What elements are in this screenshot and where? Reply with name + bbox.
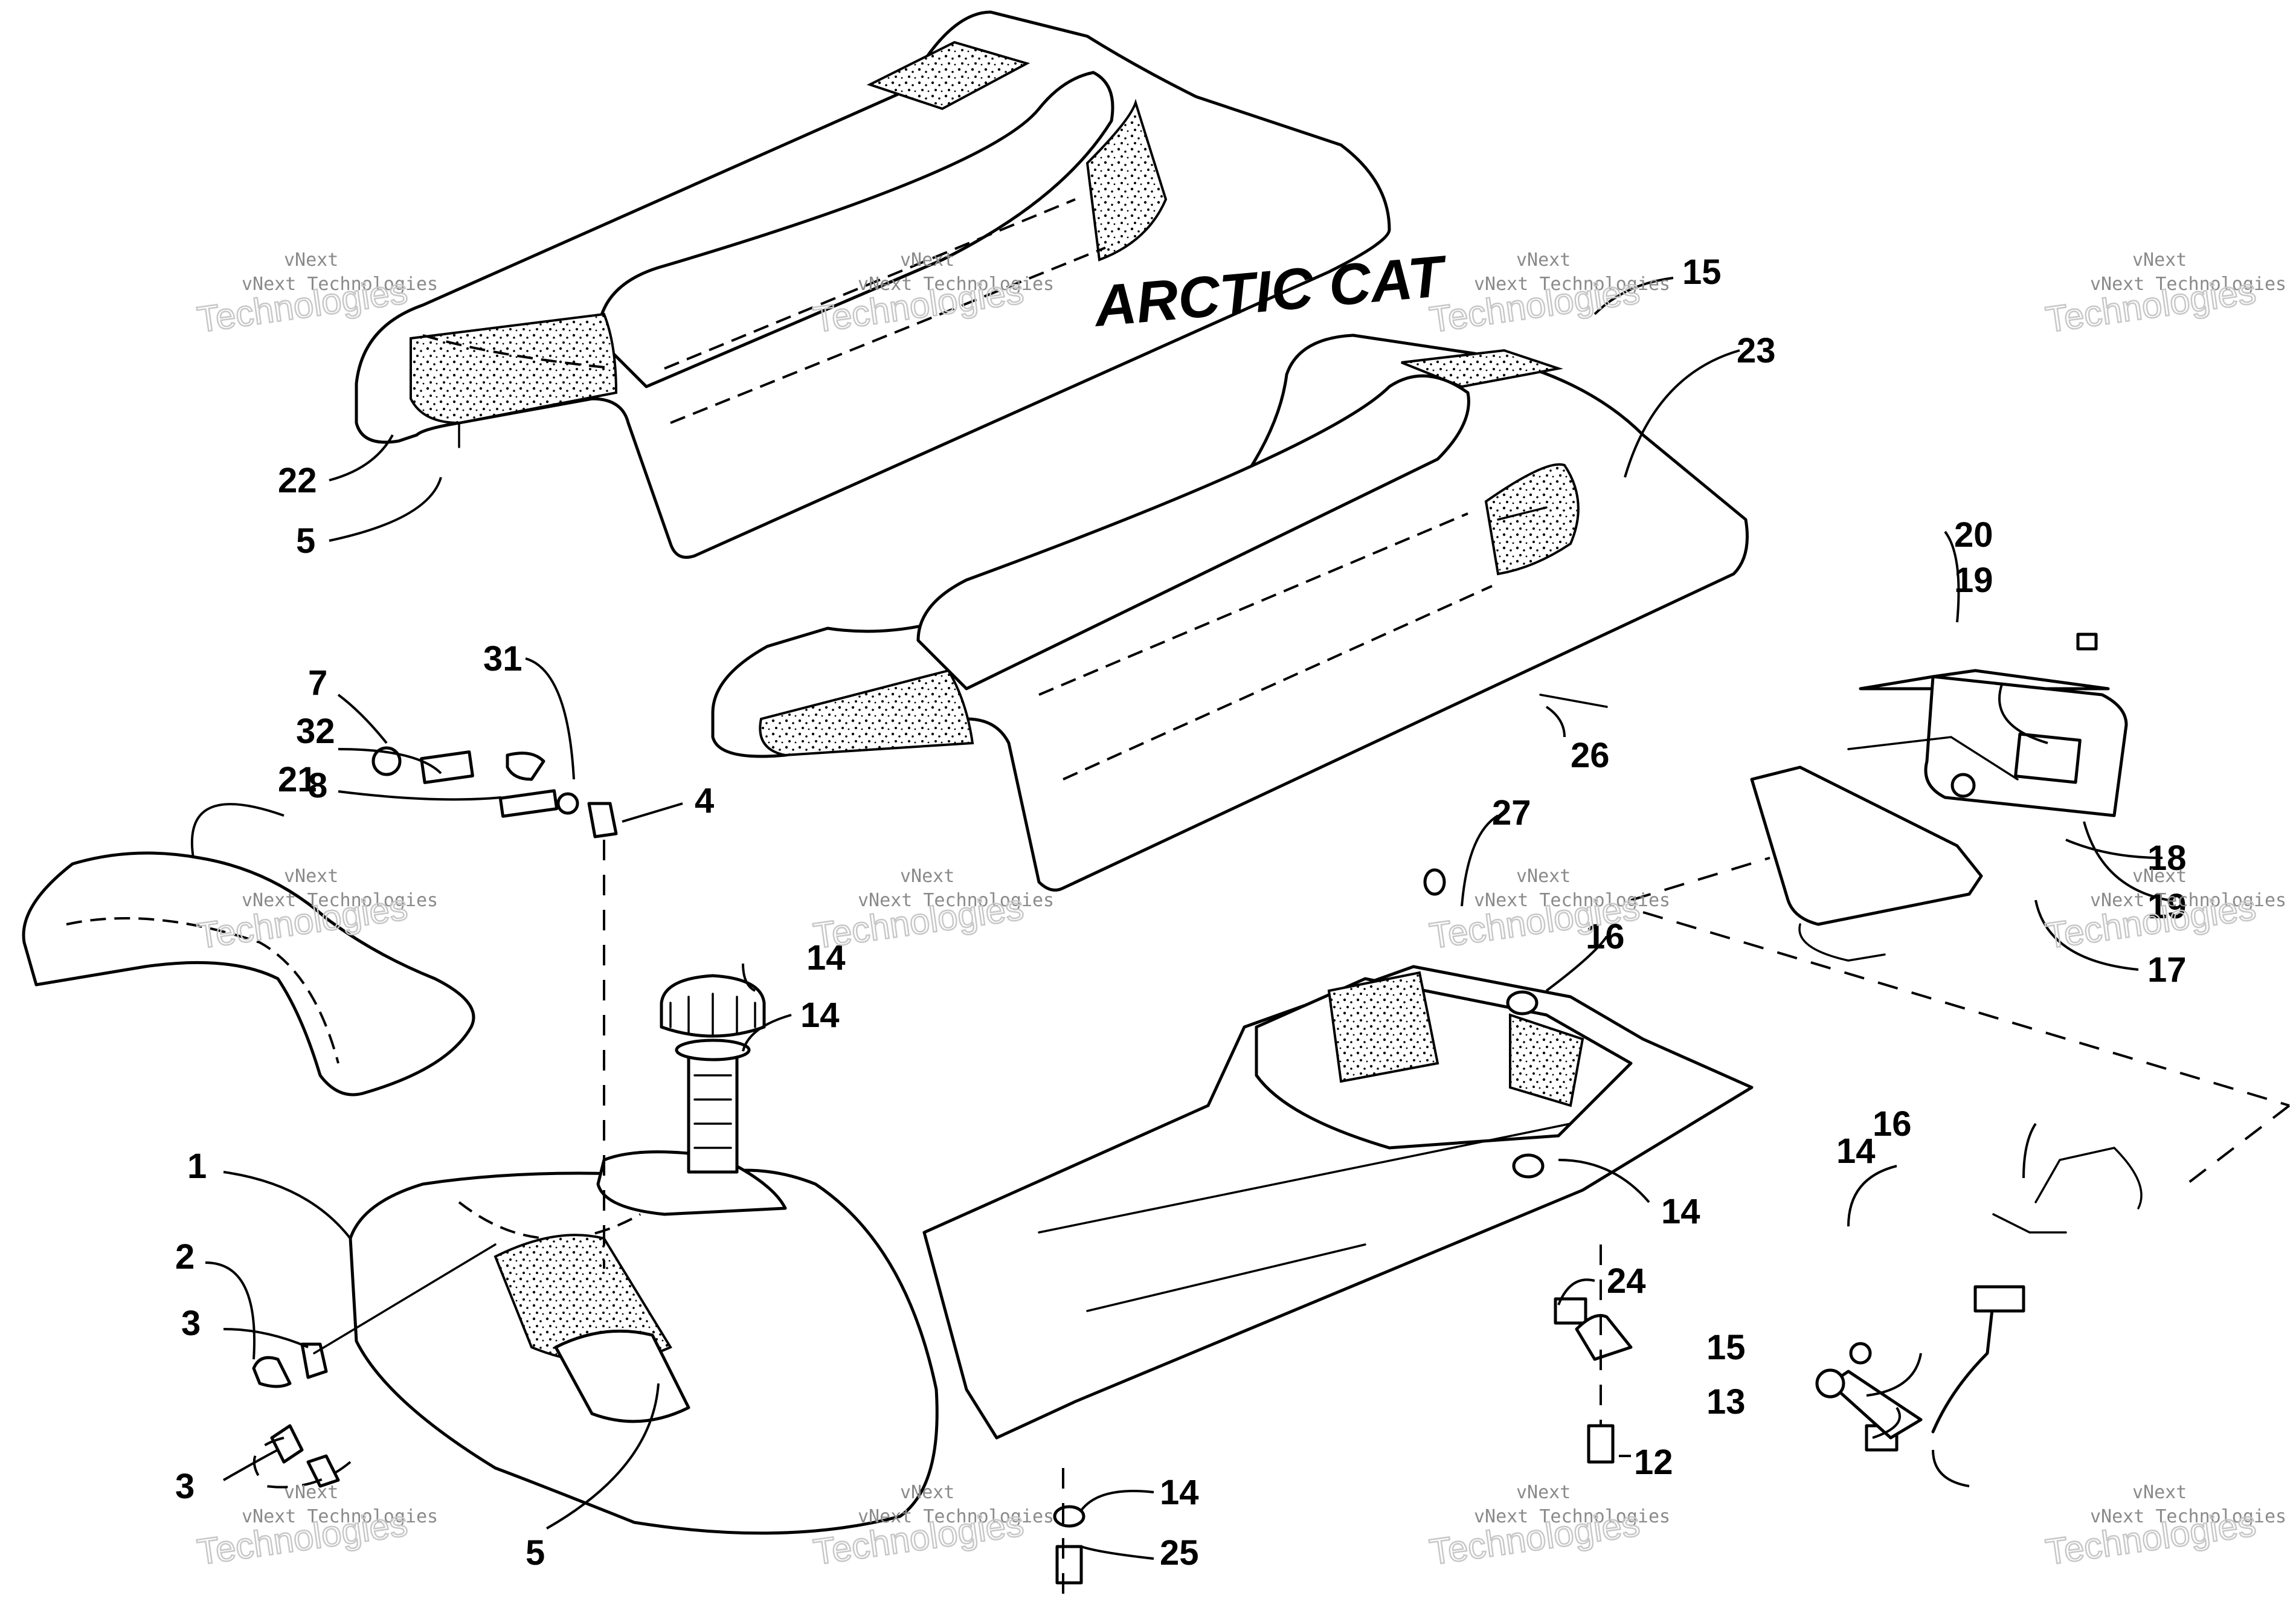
callout-7: 7 — [308, 663, 327, 703]
watermark-6: vNext vNext Technologies Technologies — [810, 866, 1054, 957]
knee-cushion — [22, 851, 475, 1096]
callout-25: 22 — [278, 461, 317, 500]
callout-19: 17 — [2147, 950, 2187, 990]
callout-11: 15 — [1682, 253, 1722, 292]
svg-text:vNext Technologies: vNext Technologies — [242, 274, 438, 295]
watermark-3: vNext vNext Technologies Technologies — [1426, 250, 1670, 341]
watermark-8: vNext vNext Technologies Technologies — [2042, 866, 2286, 957]
callout-9: 14 — [806, 938, 846, 977]
callout-14-right: 14 — [1836, 1132, 1876, 1171]
svg-text:vNext: vNext — [1516, 866, 1571, 887]
callout-29: 26 — [1571, 736, 1610, 775]
fuel-tank — [349, 1049, 939, 1535]
svg-text:vNext: vNext — [284, 866, 338, 887]
callout-10: 14 — [800, 996, 840, 1035]
callout-13: 13 — [1706, 1382, 1746, 1422]
svg-text:vNext: vNext — [900, 866, 954, 887]
callout-12: 12 — [1634, 1443, 1673, 1482]
svg-text:vNext: vNext — [284, 1482, 338, 1503]
callout-16: 14 — [1661, 1192, 1700, 1231]
svg-text:vNext: vNext — [284, 250, 338, 271]
callout-6: 5 — [296, 521, 315, 561]
callout-28: 25 — [1160, 1533, 1199, 1573]
fuel-cap — [660, 974, 766, 1061]
svg-text:vNext: vNext — [900, 1482, 954, 1503]
callout-5: 5 — [526, 1533, 545, 1573]
svg-text:vNext: vNext — [900, 250, 954, 271]
svg-text:vNext: vNext — [2132, 866, 2187, 887]
callout-22: 19 — [1954, 561, 1993, 600]
callout-27: 24 — [1607, 1261, 1646, 1301]
watermark-11: vNext vNext Technologies Technologies — [1426, 1482, 1670, 1573]
svg-text:vNext Technologies: vNext Technologies — [858, 890, 1054, 911]
svg-text:vNext Technologies: vNext Technologies — [242, 890, 438, 911]
callout-21: 19 — [2147, 887, 2187, 926]
seat-base — [922, 965, 1754, 1440]
svg-text:vNext Technologies: vNext Technologies — [2090, 274, 2286, 295]
svg-text:vNext: vNext — [1516, 250, 1571, 271]
callout-1: 1 — [187, 1147, 207, 1186]
callout-26: 23 — [1737, 331, 1776, 370]
callout-24: 21 — [278, 760, 317, 799]
svg-text:vNext Technologies: vNext Technologies — [858, 274, 1054, 295]
callout-20: 18 — [2147, 839, 2187, 878]
callout-15: 15 — [1706, 1328, 1746, 1367]
callout-23: 20 — [1954, 515, 1993, 555]
callout-8: 8 — [308, 766, 327, 805]
callout-3-top: 3 — [181, 1304, 201, 1343]
leader-lines — [190, 277, 2169, 1560]
taillight-assembly — [1750, 669, 2128, 962]
svg-text:vNext Technologies: vNext Technologies — [242, 1506, 438, 1527]
svg-text:vNext Technologies: vNext Technologies — [2090, 1506, 2286, 1527]
svg-text:vNext Technologies: vNext Technologies — [1474, 274, 1670, 295]
watermark-9: vNext vNext Technologies Technologies — [194, 1482, 438, 1573]
svg-text:vNext Technologies: vNext Technologies — [1474, 1506, 1670, 1527]
watermark-4: vNext vNext Technologies Technologies — [2042, 250, 2286, 341]
callout-4: 4 — [695, 781, 714, 820]
callout-14-bottom: 14 — [1160, 1473, 1199, 1512]
svg-text:vNext Technologies: vNext Technologies — [858, 1506, 1054, 1527]
svg-text:vNext: vNext — [2132, 1482, 2187, 1503]
svg-text:vNext Technologies: vNext Technologies — [2090, 890, 2286, 911]
callouts: 22 5 15 23 20 19 26 18 19 17 27 16 14 24… — [175, 253, 2187, 1573]
callout-30: 27 — [1492, 793, 1531, 832]
callout-2: 2 — [175, 1237, 195, 1277]
wiring-harness — [1630, 857, 2291, 1452]
callout-31: 31 — [483, 639, 523, 678]
callout-17: 16 — [1586, 917, 1625, 956]
lower-seat — [711, 333, 1749, 892]
callout-18: 16 — [1873, 1104, 1912, 1144]
svg-text:vNext: vNext — [1516, 1482, 1571, 1503]
watermark-7: vNext vNext Technologies Technologies — [1426, 866, 1670, 957]
watermark-12: vNext vNext Technologies Technologies — [2042, 1482, 2286, 1573]
svg-text:vNext: vNext — [2132, 250, 2187, 271]
svg-text:vNext Technologies: vNext Technologies — [1474, 890, 1670, 911]
callout-32: 32 — [296, 712, 335, 751]
callout-3-bottom: 3 — [175, 1467, 195, 1506]
